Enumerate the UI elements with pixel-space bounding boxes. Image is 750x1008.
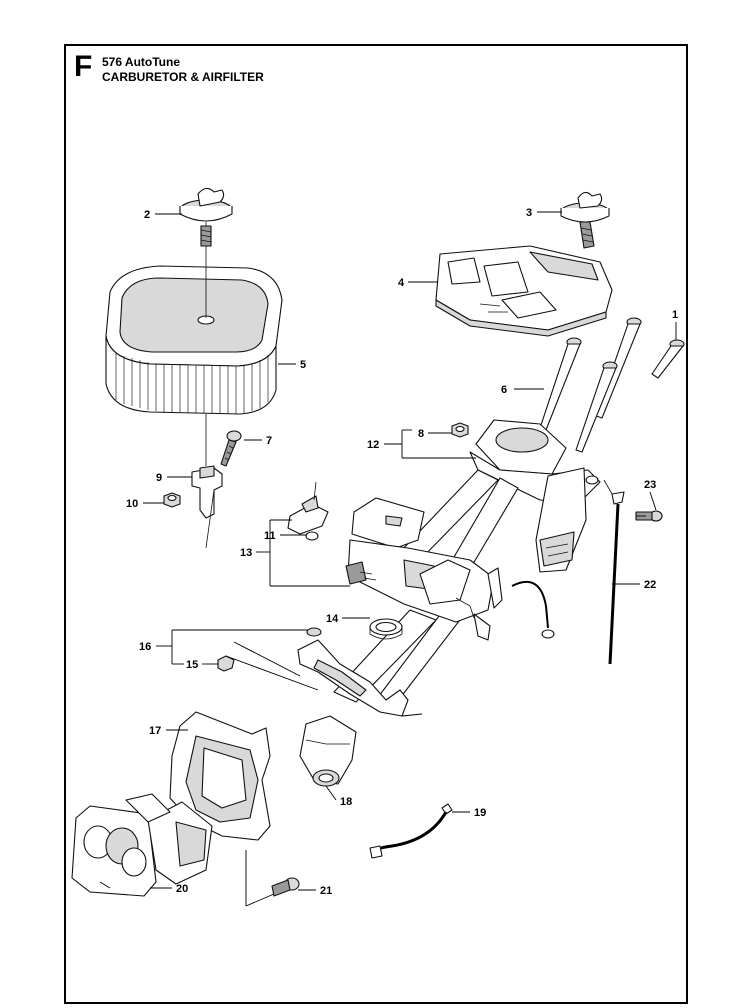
diagram-frame (64, 44, 688, 1004)
part-1-bolt (651, 339, 685, 379)
callout-1: 1 (672, 309, 678, 321)
callout-9: 9 (156, 472, 162, 484)
part-6-bolts (539, 317, 642, 453)
part-16-clamp (297, 627, 409, 717)
callout-10: 10 (126, 498, 138, 510)
callout-8: 8 (418, 428, 424, 440)
callout-12: 12 (367, 439, 379, 451)
auto-tune-cable (401, 581, 555, 717)
part-7-screw (220, 430, 242, 467)
part-9-bracket (191, 414, 223, 549)
part-11-choke-lever (287, 481, 329, 541)
part-13-carburetor (345, 497, 503, 641)
callout-15: 15 (186, 659, 198, 671)
part-12-intake-housing (469, 419, 601, 573)
callout-7: 7 (266, 435, 272, 447)
part-21-screw (271, 877, 300, 897)
callout-14: 14 (326, 613, 339, 625)
part-8-nut (451, 422, 469, 438)
part-19-fuel-hose (369, 803, 453, 859)
callout-5: 5 (300, 359, 306, 371)
callout-16: 16 (139, 641, 151, 653)
callout-4: 4 (398, 277, 405, 289)
model-name: 576 AutoTune (102, 55, 181, 69)
leader-lines (99, 211, 677, 907)
callout-3: 3 (526, 207, 532, 219)
callout-22: 22 (644, 579, 656, 591)
part-10-nut (163, 492, 181, 508)
callout-21: 21 (320, 885, 332, 897)
callout-17: 17 (149, 725, 161, 737)
part-3-cover-knob (560, 191, 610, 249)
callout-11: 11 (264, 530, 276, 542)
part-22-cable-tie (603, 479, 625, 665)
part-4-filter-cover (435, 245, 613, 337)
callout-23: 23 (644, 479, 656, 491)
part-17-gasket-plate (169, 711, 271, 841)
callout-18: 18 (340, 796, 352, 808)
callout-13: 13 (240, 547, 252, 559)
section-letter: F (74, 50, 93, 83)
diagram-title: CARBURETOR & AIRFILTER (102, 70, 264, 84)
part-2-filter-knob (179, 187, 233, 247)
part-14-seal-ring (369, 618, 403, 640)
callout-6: 6 (501, 384, 507, 396)
filter-pleats (115, 352, 269, 414)
callout-labels: 1 2 3 4 5 6 7 8 9 10 11 12 13 14 15 16 1… (126, 207, 678, 897)
part-18-intake-boot (299, 715, 357, 787)
part-5-air-filter (105, 246, 283, 415)
callout-19: 19 (474, 807, 486, 819)
part-20-intake-manifold (71, 793, 213, 897)
callout-2: 2 (144, 209, 150, 221)
callout-20: 20 (176, 883, 188, 895)
